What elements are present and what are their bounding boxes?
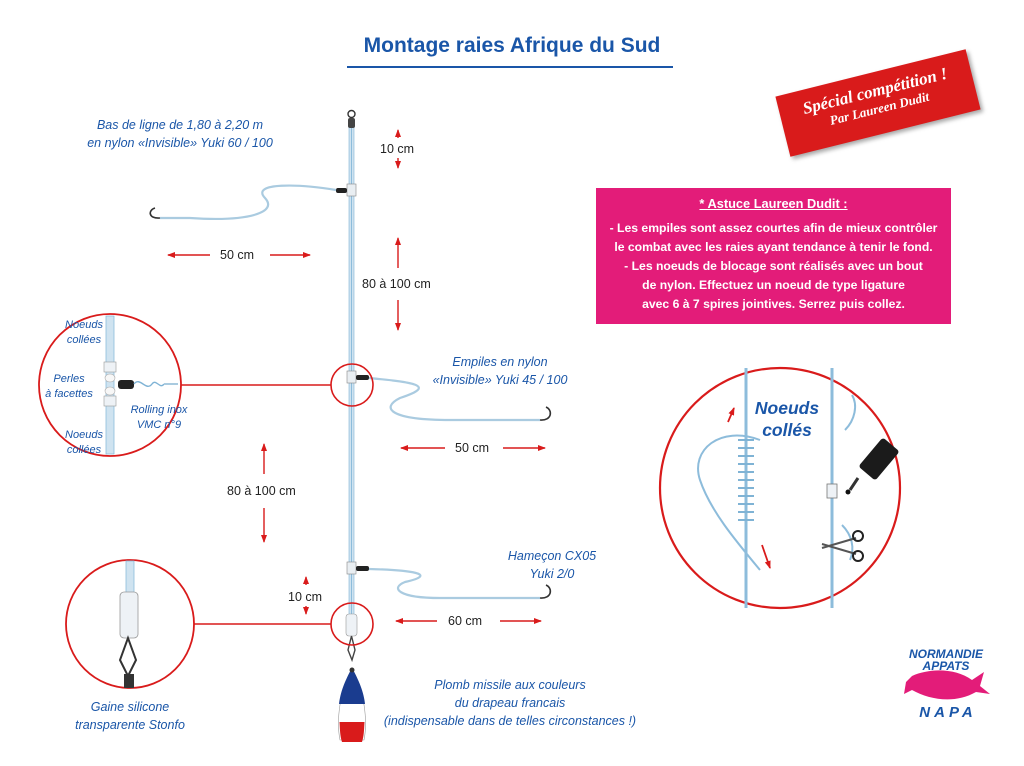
label-line: collés	[762, 420, 812, 440]
note-line: (indispensable dans de telles circonstan…	[383, 714, 637, 728]
dropper-arm-2	[346, 370, 552, 422]
dropper-arm-1	[149, 183, 357, 220]
page-title: Montage raies Afrique du Sud	[363, 34, 661, 57]
note-line: en nylon «Invisible» Yuki 60 / 100	[87, 136, 273, 150]
label-glued-knots-detail: Noeuds collés	[742, 397, 832, 441]
dropper-arm-3	[346, 561, 552, 600]
label-line: Rolling inox	[130, 404, 188, 416]
top-swivel	[347, 109, 356, 128]
dim-span1: 80 à 100 cm	[362, 277, 431, 291]
detail-circle-left-top	[38, 313, 182, 457]
tip-line: de nylon. Effectuez un noeud de type lig…	[642, 278, 905, 292]
dim-bottom-10cm: 10 cm	[288, 590, 323, 604]
note-line: «Invisible» Yuki 45 / 100	[432, 373, 568, 387]
label-line: VMC n°9	[136, 419, 182, 431]
note-line: Gaine silicone	[90, 700, 170, 714]
dimension-arrows	[167, 129, 546, 624]
tip-box: * Astuce Laureen Dudit : - Les empiles s…	[596, 188, 951, 324]
tip-line: le combat avec les raies ayant tendance …	[614, 240, 933, 254]
note-line: Empiles en nylon	[452, 355, 548, 369]
label-glued-knots-bottom: Noeuds collées	[58, 428, 110, 458]
note-line: Bas de ligne de 1,80 à 2,20 m	[96, 118, 264, 132]
dim-arm3-60cm: 60 cm	[448, 614, 483, 628]
title-underline	[347, 66, 673, 68]
note-line: transparente Stonfo	[75, 718, 185, 732]
dim-span2: 80 à 100 cm	[227, 484, 296, 498]
label-faceted-beads: Perles à facettes	[40, 372, 98, 402]
logo-line: APPATS	[922, 659, 970, 673]
brand-logo: NORMANDIE APPATS	[903, 648, 989, 672]
brand-logo-napa: NAPA	[919, 704, 977, 721]
detail-circle-right	[658, 366, 902, 610]
label-line: à facettes	[45, 388, 93, 400]
tip-line: - Les empiles sont assez courtes afin de…	[609, 221, 938, 235]
dim-arm1-50cm: 50 cm	[220, 248, 255, 262]
note-hook: Hameçon CX05 Yuki 2/0	[492, 547, 612, 583]
detail-circle-left-bottom	[65, 559, 195, 689]
note-line: du drapeau francais	[454, 696, 566, 710]
label-line: collées	[66, 444, 102, 456]
dim-top-10cm: 10 cm	[380, 142, 415, 156]
brand-logo-fish	[904, 670, 990, 700]
logo-line: NORMANDIE	[909, 647, 983, 661]
note-silicone-sleeve: Gaine silicone transparente Stonfo	[60, 698, 200, 734]
label-glued-knots-top: Noeuds collées	[58, 318, 110, 348]
label-line: Noeuds	[65, 319, 103, 331]
label-line: collées	[66, 334, 102, 346]
tip-line: avec 6 à 7 spires jointives. Serrez puis…	[642, 297, 905, 311]
dim-arm2-50cm: 50 cm	[455, 441, 490, 455]
note-line: Hameçon CX05	[507, 549, 597, 563]
note-sinker: Plomb missile aux couleurs du drapeau fr…	[380, 676, 640, 730]
label-line: Noeuds	[65, 429, 103, 441]
note-snoods: Empiles en nylon «Invisible» Yuki 45 / 1…	[410, 353, 590, 389]
label-line: Noeuds	[754, 398, 820, 418]
note-line: Plomb missile aux couleurs	[434, 678, 586, 692]
bottom-snap	[345, 613, 358, 663]
label-line: Perles	[53, 373, 85, 385]
tip-line: - Les noeuds de blocage sont réalisés av…	[624, 259, 923, 273]
note-line: Yuki 2/0	[529, 567, 575, 581]
tip-title: * Astuce Laureen Dudit :	[699, 196, 848, 211]
label-rolling-swivel: Rolling inox VMC n°9	[124, 403, 194, 433]
note-leader-line: Bas de ligne de 1,80 à 2,20 m en nylon «…	[55, 116, 305, 152]
missile-sinker	[338, 667, 366, 742]
